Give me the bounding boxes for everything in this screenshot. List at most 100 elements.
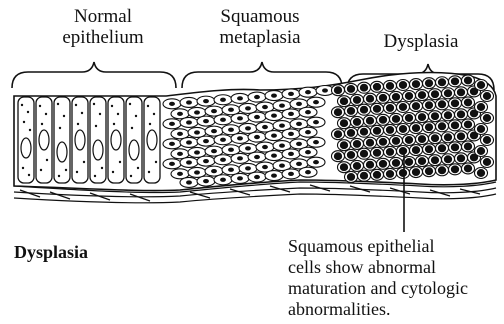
squamous-nucleus bbox=[238, 177, 243, 180]
dysplastic-nucleus bbox=[340, 164, 347, 171]
squamous-nucleus bbox=[204, 120, 209, 123]
squamous-nucleus bbox=[297, 162, 302, 165]
dysplastic-nucleus bbox=[477, 82, 484, 89]
dysplastic-nucleus bbox=[431, 113, 438, 120]
squamous-nucleus bbox=[229, 148, 234, 151]
dysplastic-nucleus bbox=[334, 87, 341, 94]
dysplastic-nucleus bbox=[353, 141, 360, 148]
dysplastic-nucleus bbox=[444, 156, 451, 163]
dysplastic-nucleus bbox=[366, 161, 373, 168]
squamous-nucleus bbox=[280, 124, 285, 127]
dysplastic-nucleus bbox=[438, 123, 445, 130]
dysplastic-nucleus bbox=[431, 91, 438, 98]
squamous-nucleus bbox=[272, 94, 277, 97]
dysplastic-nucleus bbox=[392, 116, 399, 123]
squamous-nucleus bbox=[204, 140, 209, 143]
dysplastic-nucleus bbox=[477, 170, 484, 177]
dysplastic-nucleus bbox=[347, 108, 354, 115]
squamous-nucleus bbox=[195, 151, 200, 154]
squamous-nucleus bbox=[306, 151, 311, 154]
dysplastic-nucleus bbox=[340, 120, 347, 127]
dysplastic-nucleus bbox=[438, 101, 445, 108]
dysplastic-nucleus bbox=[334, 131, 341, 138]
squamous-nucleus bbox=[297, 122, 302, 125]
dysplastic-nucleus bbox=[464, 99, 471, 106]
dysplastic-nucleus bbox=[373, 83, 380, 90]
squamous-nucleus bbox=[306, 171, 311, 174]
dysplastic-nucleus bbox=[386, 105, 393, 112]
dysplastic-nucleus bbox=[425, 124, 432, 131]
figure-caption: Squamous epithelial cells show abnormal … bbox=[288, 236, 468, 320]
label-normal-epithelium: Normal epithelium bbox=[38, 6, 168, 48]
dysplastic-nucleus bbox=[412, 103, 419, 110]
dysplastic-nucleus bbox=[464, 121, 471, 128]
dysplastic-nucleus bbox=[360, 106, 367, 113]
dysplastic-nucleus bbox=[353, 119, 360, 126]
dysplastic-nucleus bbox=[451, 144, 458, 151]
bracket-squamous bbox=[182, 62, 342, 88]
squamous-nucleus bbox=[297, 102, 302, 105]
dysplastic-nucleus bbox=[399, 82, 406, 89]
dysplastic-nucleus bbox=[444, 134, 451, 141]
dysplastic-nucleus bbox=[399, 148, 406, 155]
squamous-nucleus bbox=[289, 92, 294, 95]
squamous-nucleus bbox=[272, 134, 277, 137]
dysplastic-nucleus bbox=[379, 116, 386, 123]
squamous-nucleus bbox=[289, 172, 294, 175]
dysplastic-nucleus bbox=[483, 93, 490, 100]
dysplastic-nucleus bbox=[360, 128, 367, 135]
dysplastic-nucleus bbox=[464, 143, 471, 150]
squamous-nucleus bbox=[306, 111, 311, 114]
dysplastic-nucleus bbox=[483, 137, 490, 144]
squamous-nucleus bbox=[272, 174, 277, 177]
dysplastic-nucleus bbox=[360, 84, 367, 91]
dysplastic-nucleus bbox=[444, 112, 451, 119]
dysplastic-nucleus bbox=[360, 150, 367, 157]
squamous-nucleus bbox=[170, 142, 175, 145]
squamous-nucleus bbox=[255, 115, 260, 118]
dysplastic-nucleus bbox=[360, 172, 367, 179]
dysplastic-nucleus bbox=[451, 166, 458, 173]
squamous-nucleus bbox=[238, 137, 243, 140]
dysplastic-nucleus bbox=[457, 155, 464, 162]
dysplastic-nucleus bbox=[412, 169, 419, 176]
dysplastic-nucleus bbox=[399, 170, 406, 177]
squamous-nucleus bbox=[306, 91, 311, 94]
squamous-nucleus bbox=[195, 131, 200, 134]
squamous-nucleus bbox=[272, 154, 277, 157]
squamous-nucleus bbox=[221, 118, 226, 121]
squamous-nucleus bbox=[314, 101, 319, 104]
dysplastic-nucleus bbox=[405, 93, 412, 100]
dysplastic-nucleus bbox=[399, 126, 406, 133]
dysplastic-nucleus bbox=[366, 95, 373, 102]
squamous-nucleus bbox=[289, 132, 294, 135]
dysplastic-cells bbox=[332, 75, 494, 182]
dysplastic-nucleus bbox=[483, 115, 490, 122]
squamous-nucleus bbox=[187, 121, 192, 124]
dysplastic-nucleus bbox=[438, 167, 445, 174]
label-squamous-metaplasia: Squamous metaplasia bbox=[190, 6, 330, 48]
squamous-nucleus bbox=[246, 167, 251, 170]
squamous-nucleus bbox=[204, 100, 209, 103]
dysplastic-nucleus bbox=[386, 83, 393, 90]
dysplastic-nucleus bbox=[477, 126, 484, 133]
squamous-nucleus bbox=[255, 155, 260, 158]
squamous-nucleus bbox=[212, 110, 217, 113]
dysplastic-nucleus bbox=[405, 115, 412, 122]
squamous-nucleus bbox=[221, 98, 226, 101]
squamous-nucleus bbox=[297, 142, 302, 145]
dysplastic-nucleus bbox=[451, 78, 458, 85]
dysplastic-nucleus bbox=[340, 98, 347, 105]
squamous-nucleus bbox=[212, 130, 217, 133]
squamous-nucleus bbox=[255, 135, 260, 138]
dysplastic-nucleus bbox=[425, 102, 432, 109]
dysplastic-nucleus bbox=[451, 100, 458, 107]
dysplastic-nucleus bbox=[451, 122, 458, 129]
squamous-nucleus bbox=[221, 178, 226, 181]
squamous-nucleus bbox=[170, 102, 175, 105]
dysplastic-nucleus bbox=[392, 138, 399, 145]
squamous-nucleus bbox=[314, 121, 319, 124]
label-dysplasia: Dysplasia bbox=[356, 31, 486, 52]
dysplastic-nucleus bbox=[347, 174, 354, 181]
